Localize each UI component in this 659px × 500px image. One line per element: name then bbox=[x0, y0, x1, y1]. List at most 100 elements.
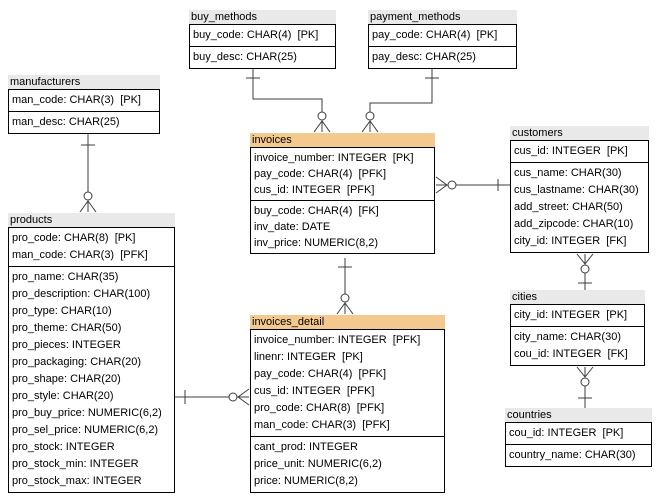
table-title: countries bbox=[505, 408, 652, 422]
attribute-row: country_name: CHAR(30) bbox=[509, 449, 636, 461]
table-title: invoices_detail bbox=[250, 315, 445, 329]
table-title: cities bbox=[510, 290, 645, 304]
attribute-row: cou_id: INTEGER [FK] bbox=[514, 348, 628, 360]
table-section: pro_name: CHAR(35) pro_description: CHAR(… bbox=[9, 266, 174, 492]
attribute-row: inv_price: NUMERIC(8,2) bbox=[254, 237, 379, 249]
attribute-row: man_desc: CHAR(25) bbox=[12, 116, 120, 128]
attribute-row: man_code: CHAR(3) [PK] bbox=[12, 94, 141, 106]
table-box: pro_code: CHAR(8) [PK] man_code: CHAR(3) … bbox=[8, 227, 175, 493]
table-section: pay_desc: CHAR(25) bbox=[369, 46, 516, 68]
table-section: cus_id: INTEGER [PK] bbox=[511, 141, 648, 162]
table-cities[interactable]: cities city_id: INTEGER [PK] city_name: C… bbox=[510, 290, 645, 366]
attribute-row: pro_stock_max: INTEGER bbox=[12, 475, 142, 487]
attribute-row: add_street: CHAR(50) bbox=[514, 201, 623, 213]
table-box: invoice_number: INTEGER [PFK] linenr: INT… bbox=[250, 329, 445, 493]
table-title: customers bbox=[510, 126, 649, 140]
table-buy-methods[interactable]: buy_methods buy_code: CHAR(4) [PK] buy_de… bbox=[189, 10, 336, 69]
attribute-row: invoice_number: INTEGER [PK] bbox=[254, 152, 414, 164]
attribute-row: cus_name: CHAR(30) bbox=[514, 167, 622, 179]
attribute-row: pro_buy_price: NUMERIC(6,2) bbox=[12, 407, 162, 419]
attribute-row: pro_shape: CHAR(20) bbox=[12, 373, 121, 385]
table-section: man_code: CHAR(3) [PK] bbox=[9, 90, 159, 111]
attribute-row: buy_code: CHAR(4) [PK] bbox=[193, 29, 319, 41]
table-box: city_id: INTEGER [PK] city_name: CHAR(30)… bbox=[510, 304, 645, 366]
relationship-customers-invoices[interactable] bbox=[435, 176, 510, 194]
attribute-row: city_id: INTEGER [PK] bbox=[514, 309, 628, 321]
table-box: cou_id: INTEGER [PK] country_name: CHAR(3… bbox=[505, 422, 652, 467]
table-manufacturers[interactable]: manufacturers man_code: CHAR(3) [PK]man_… bbox=[8, 75, 160, 134]
attribute-row: pay_code: CHAR(4) [PK] bbox=[372, 29, 498, 41]
relationship-invoices-invoices_detail[interactable] bbox=[336, 258, 354, 315]
attribute-row: cus_lastname: CHAR(30) bbox=[514, 184, 639, 196]
attribute-row: pro_description: CHAR(100) bbox=[12, 288, 151, 300]
table-box: pay_code: CHAR(4) [PK] pay_desc: CHAR(25) bbox=[368, 24, 517, 69]
table-customers[interactable]: customers cus_id: INTEGER [PK] cus_name: … bbox=[510, 126, 649, 253]
attribute-row: inv_date: DATE bbox=[254, 221, 331, 233]
table-title: buy_methods bbox=[189, 10, 336, 24]
attribute-row: linenr: INTEGER [PK] bbox=[254, 351, 363, 363]
attribute-row: man_code: CHAR(3) [PFK] bbox=[12, 249, 148, 261]
attribute-row: man_code: CHAR(3) [PFK] bbox=[254, 419, 390, 431]
attribute-row: pro_pieces: INTEGER bbox=[12, 339, 121, 351]
table-section: man_desc: CHAR(25) bbox=[9, 111, 159, 133]
relationship-products-invoices_detail[interactable] bbox=[175, 388, 250, 406]
relationship-cities-customers[interactable] bbox=[576, 253, 594, 291]
attribute-row: cus_id: INTEGER [PFK] bbox=[254, 385, 375, 397]
attribute-row: pro_stock: INTEGER bbox=[12, 441, 115, 453]
relationship-payment_methods-invoices[interactable] bbox=[361, 69, 439, 133]
attribute-row: add_zipcode: CHAR(10) bbox=[514, 218, 634, 230]
attribute-row: cus_id: INTEGER [PFK] bbox=[254, 184, 375, 196]
table-section: buy_desc: CHAR(25) bbox=[190, 46, 335, 68]
attribute-row: pay_code: CHAR(4) [PFK] bbox=[254, 368, 387, 380]
table-section: city_name: CHAR(30) cou_id: INTEGER [FK] bbox=[511, 326, 644, 365]
table-payment-methods[interactable]: payment_methods pay_code: CHAR(4) [PK]pa… bbox=[368, 10, 517, 69]
table-section: invoice_number: INTEGER [PK] pay_code: CH… bbox=[251, 148, 434, 200]
table-countries[interactable]: countries cou_id: INTEGER [PK] country_na… bbox=[505, 408, 652, 467]
table-title: payment_methods bbox=[368, 10, 517, 24]
table-section: pay_code: CHAR(4) [PK] bbox=[369, 25, 516, 46]
table-section: cou_id: INTEGER [PK] bbox=[506, 423, 651, 444]
attribute-row: pro_type: CHAR(10) bbox=[12, 305, 112, 317]
attribute-row: pro_packaging: CHAR(20) bbox=[12, 356, 142, 368]
relationship-countries-cities[interactable] bbox=[576, 366, 594, 409]
table-title: products bbox=[8, 213, 175, 227]
table-section: buy_code: CHAR(4) [PK] bbox=[190, 25, 335, 46]
attribute-row: city_id: INTEGER [FK] bbox=[514, 235, 627, 247]
attribute-row: pay_desc: CHAR(25) bbox=[372, 51, 476, 63]
attribute-row: cou_id: INTEGER [PK] bbox=[509, 427, 624, 439]
table-invoices-detail[interactable]: invoices_detail invoice_number: INTEGER … bbox=[250, 315, 445, 493]
attribute-row: pro_theme: CHAR(50) bbox=[12, 322, 122, 334]
table-invoices[interactable]: invoices invoice_number: INTEGER [PK] pay… bbox=[250, 133, 435, 254]
attribute-row: pro_name: CHAR(35) bbox=[12, 271, 119, 283]
table-section: city_id: INTEGER [PK] bbox=[511, 305, 644, 326]
attribute-row: city_name: CHAR(30) bbox=[514, 331, 621, 343]
table-box: cus_id: INTEGER [PK]cus_name: CHAR(30)cu… bbox=[510, 140, 649, 253]
attribute-row: pro_style: CHAR(20) bbox=[12, 390, 114, 402]
table-section: cant_prod: INTEGER price_unit: NUMERIC(6,… bbox=[251, 436, 444, 492]
attribute-row: pro_code: CHAR(8) [PFK] bbox=[254, 402, 385, 414]
attribute-row: pro_code: CHAR(8) [PK] bbox=[12, 232, 136, 244]
table-box: buy_code: CHAR(4) [PK] buy_desc: CHAR(25) bbox=[189, 24, 336, 69]
attribute-row: cant_prod: INTEGER bbox=[254, 441, 358, 453]
attribute-row: price: NUMERIC(8,2) bbox=[254, 475, 358, 487]
relationship-manufacturers-products[interactable] bbox=[79, 134, 97, 213]
table-title: invoices bbox=[250, 133, 435, 147]
table-section: cus_name: CHAR(30) cus_lastname: CHAR(30)… bbox=[511, 162, 648, 252]
attribute-row: cus_id: INTEGER [PK] bbox=[514, 145, 628, 157]
table-section: country_name: CHAR(30) bbox=[506, 444, 651, 466]
attribute-row: pro_sel_price: NUMERIC(6,2) bbox=[12, 424, 159, 436]
table-products[interactable]: products pro_code: CHAR(8) [PK] man_code:… bbox=[8, 213, 175, 493]
attribute-row: pay_code: CHAR(4) [PFK] bbox=[254, 168, 387, 180]
table-section: pro_code: CHAR(8) [PK] man_code: CHAR(3) … bbox=[9, 228, 174, 266]
relationship-buy_methods-invoices[interactable] bbox=[246, 69, 331, 133]
table-box: man_code: CHAR(3) [PK] man_desc: CHAR(25) bbox=[8, 89, 160, 134]
table-title: manufacturers bbox=[8, 75, 160, 89]
attribute-row: pro_stock_min: INTEGER bbox=[12, 458, 139, 470]
attribute-row: buy_desc: CHAR(25) bbox=[193, 51, 297, 63]
attribute-row: invoice_number: INTEGER [PFK] bbox=[254, 334, 421, 346]
attribute-row: price_unit: NUMERIC(6,2) bbox=[254, 458, 382, 470]
table-section: invoice_number: INTEGER [PFK] linenr: INT… bbox=[251, 330, 444, 436]
